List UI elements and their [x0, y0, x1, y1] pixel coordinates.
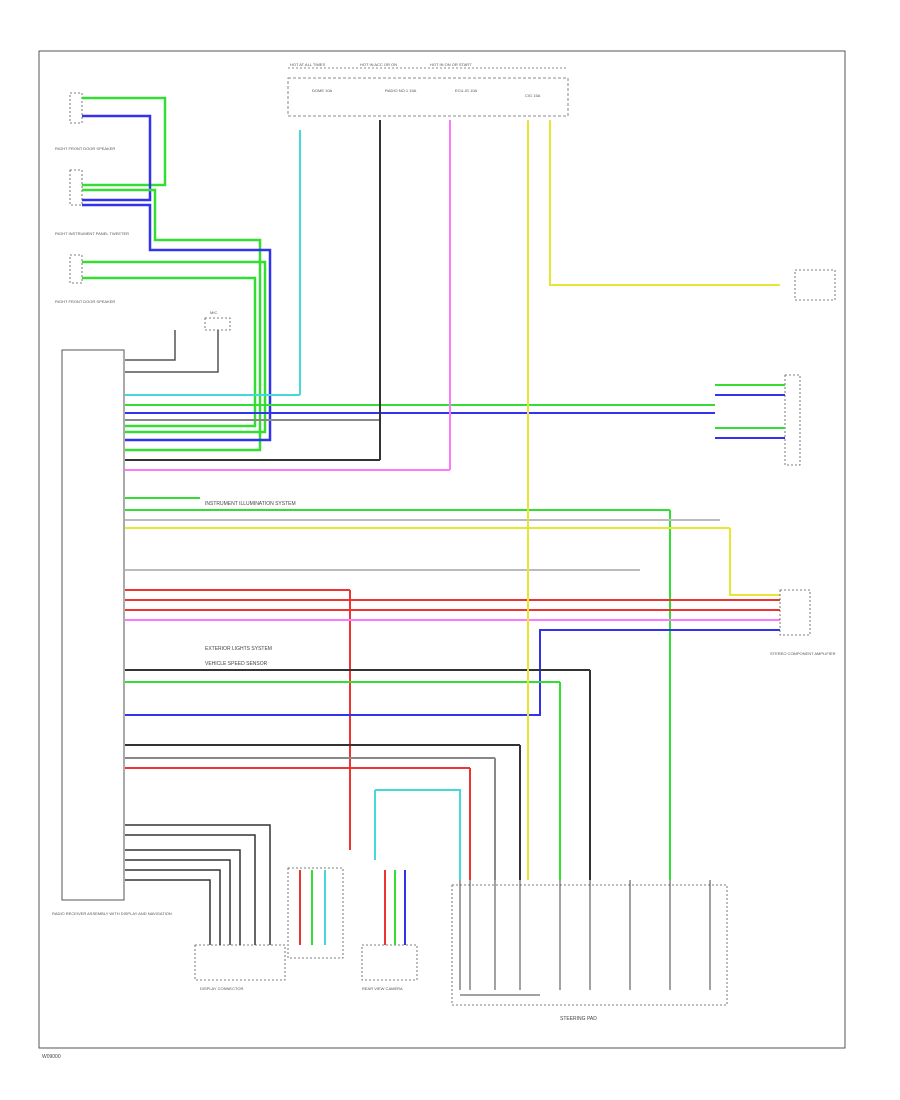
fuse-block-top — [287, 67, 569, 117]
hot-in-on-label: HOT IN ON OR START — [430, 62, 472, 67]
tweeter-label: RIGHT INSTRUMENT PANEL TWEETER — [55, 231, 129, 236]
vehicle-speed-label: VEHICLE SPEED SENSOR — [205, 661, 268, 667]
steering-pad-label: STEERING PAD — [560, 1016, 597, 1022]
radio-receiver-label: RADIO RECEIVER ASSEMBLY WITH DISPLAY AND… — [52, 911, 172, 916]
right-connectors — [779, 269, 836, 636]
exterior-lights-label: EXTERIOR LIGHTS SYSTEM — [205, 646, 272, 652]
amp-harness — [299, 870, 406, 945]
page-code: W09000 — [42, 1054, 61, 1060]
rear-camera-label: REAR VIEW CAMERA — [362, 986, 403, 991]
hot-in-acc-label: HOT IN ACC OR ON — [360, 62, 397, 67]
speaker-wires-left — [82, 96, 272, 452]
dome-fuse-label: DOME 10A — [312, 88, 333, 93]
acc-fuse-label: CIG 15A — [525, 93, 541, 98]
instrument-illumination-label: INSTRUMENT ILLUMINATION SYSTEM — [205, 501, 296, 507]
mic-box — [204, 317, 231, 331]
front-speaker-left-label: RIGHT FRONT DOOR SPEAKER — [55, 299, 115, 304]
steering-pad-wires — [459, 880, 711, 996]
stereo-amp-label: STEREO COMPONENT AMPLIFIER — [770, 651, 836, 656]
display-harness — [125, 824, 271, 945]
right-front-speaker — [69, 92, 83, 284]
hot-at-all-times-label: HOT AT ALL TIMES — [290, 62, 325, 67]
right-speaker-wires — [715, 384, 785, 439]
display-connector-label: DISPLAY CONNECTOR — [200, 986, 243, 991]
yellow-power-wires — [527, 120, 780, 880]
front-speaker-label: RIGHT FRONT DOOR SPEAKER — [55, 146, 115, 151]
radio-fuse-label: RADIO NO.1 15A — [385, 88, 417, 93]
mic-label: MIC — [210, 310, 217, 315]
bottom-connectors — [194, 867, 728, 1006]
diagram-frame — [38, 50, 846, 1049]
mic-wires — [125, 330, 219, 373]
radio-wires — [125, 120, 780, 880]
radio-receiver-box — [61, 349, 125, 901]
ecu-fuse-label: ECU-IG 10A — [455, 88, 478, 93]
